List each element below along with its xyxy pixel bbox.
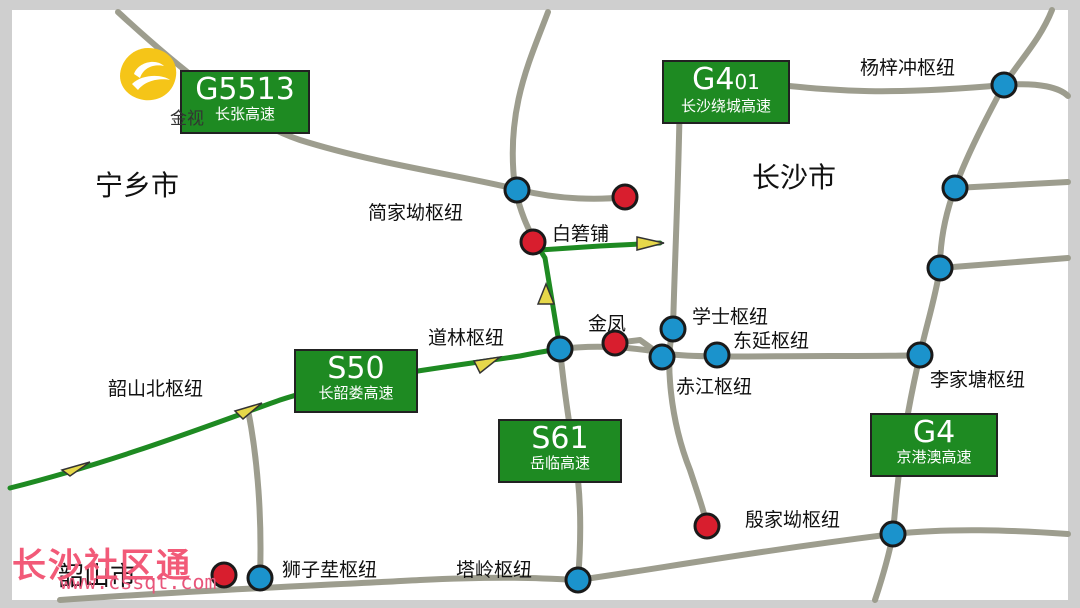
sign-s61: S61 岳临高速: [498, 419, 622, 483]
node-red-south: [693, 512, 721, 540]
node-baijiapu: [519, 228, 547, 256]
label-daolin: 道林枢纽: [428, 327, 505, 349]
road-east-2: [937, 255, 1071, 271]
label-jianjiaba: 简家坳枢纽: [368, 202, 464, 224]
watermark-name: 长沙社区通: [12, 546, 192, 586]
node-chijiang: [648, 343, 676, 371]
node-jianjiaba: [503, 176, 531, 204]
node-g4-1: [941, 174, 969, 202]
label-yangzichong: 杨梓冲枢纽: [860, 57, 956, 79]
node-shiziping: [246, 564, 274, 592]
label-baijiapu: 白箬铺: [552, 223, 610, 245]
direction-arrow-icon: [60, 461, 91, 477]
label-jinfeng: 金凤: [588, 313, 627, 335]
sign-number: S61: [531, 421, 589, 456]
node-dongyan: [703, 341, 731, 369]
sign-name: 京港澳高速: [896, 448, 972, 466]
node-xueshi: [659, 315, 687, 343]
node-lijiatang: [906, 341, 934, 369]
sign-number: G401: [692, 62, 760, 97]
sign-name: 长张高速: [214, 105, 275, 123]
label-dongyan: 东延枢纽: [733, 330, 810, 352]
node-jinfeng: [601, 329, 629, 357]
direction-arrow-icon: [636, 236, 665, 251]
direction-arrow-icon: [536, 281, 556, 305]
road-yangzichong: [777, 81, 1071, 99]
label-yinjiaba: 殷家坳枢纽: [745, 509, 841, 531]
direction-arrows: [60, 236, 665, 477]
sign-g4001: G401 长沙绕城高速: [662, 60, 790, 124]
direction-arrow-icon: [233, 402, 263, 421]
sign-name: 长韶娄高速: [318, 384, 394, 402]
node-taling: [564, 566, 592, 594]
road-north-s61: [509, 9, 551, 245]
sign-name: 岳临高速: [529, 454, 590, 472]
sign-number: G4: [912, 415, 956, 450]
sign-g4: G4 京港澳高速: [870, 413, 998, 477]
sign-number: G5513: [195, 72, 295, 107]
label-taling: 塔岭枢纽: [456, 559, 533, 581]
road-g4: [872, 7, 1055, 603]
city-ningxiang: 宁乡市: [95, 169, 180, 202]
sign-g5513: G5513 长张高速: [180, 70, 310, 134]
node-red-north: [611, 183, 639, 211]
city-changsha: 长沙市: [752, 161, 837, 194]
direction-arrow-icon: [472, 355, 503, 375]
node-red-shaoshan: [210, 561, 238, 589]
sign-name: 长沙绕城高速: [680, 97, 771, 115]
tv-logo-icon: [120, 48, 177, 101]
label-xueshi: 学士枢纽: [692, 306, 769, 328]
label-shaoshanbei: 韶山北枢纽: [108, 378, 204, 400]
road-shaoshan-spur: [245, 407, 264, 581]
city-shaoshan: 韶山市: [58, 562, 137, 592]
node-daolin: [546, 335, 574, 363]
toll-nodes: [210, 183, 721, 589]
junction-nodes: [246, 71, 1018, 594]
node-yangzichong: [990, 71, 1018, 99]
logo-text: 金视: [170, 109, 204, 129]
sign-number-small: 01: [734, 70, 760, 94]
watermark-url: www.cssqt.com: [60, 570, 217, 594]
label-shiziping: 狮子坓枢纽: [282, 559, 378, 581]
label-lijiatang: 李家塘枢纽: [930, 369, 1026, 391]
node-g4-2: [926, 254, 954, 282]
sign-number: S50: [327, 351, 385, 386]
road-east-1: [952, 179, 1071, 191]
sign-s50: S50 长韶娄高速: [294, 349, 418, 413]
node-yinjiaba: [879, 520, 907, 548]
label-chijiang: 赤江枢纽: [676, 376, 753, 398]
